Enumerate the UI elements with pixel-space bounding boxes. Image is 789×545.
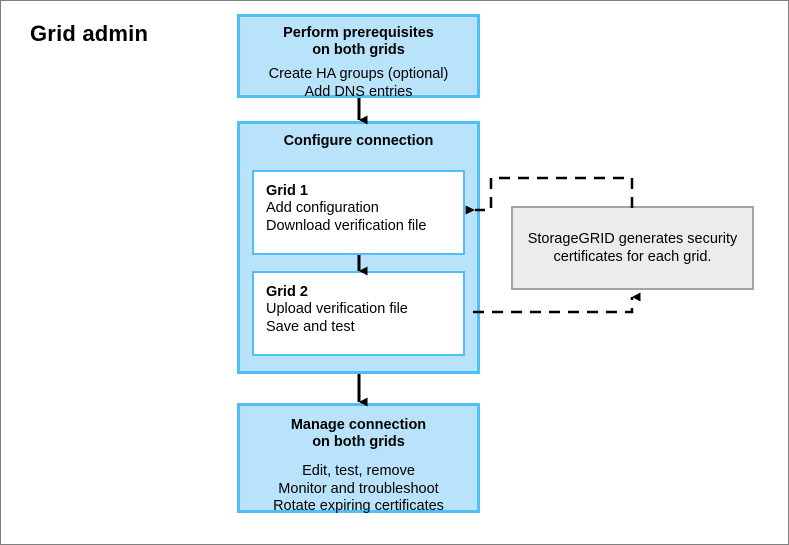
connector-grid2-to-note <box>473 292 641 314</box>
node-grid-2-title: Grid 2 <box>266 284 308 300</box>
note-storagegrid-certificates: StorageGRID generates security certifica… <box>511 206 754 290</box>
role-label: Grid admin <box>30 21 149 46</box>
node-grid-2-body: Upload verification file Save and test <box>266 301 408 335</box>
note-storagegrid-certificates-text: StorageGRID generates security certifica… <box>527 231 738 265</box>
node-configure-connection-title: Configure connection <box>283 133 434 149</box>
node-manage-connection: Manage connection on both grids Edit, te… <box>237 403 480 514</box>
node-grid-1-body: Add configuration Download verification … <box>266 200 427 234</box>
node-grid-2: Grid 2 Upload verification file Save and… <box>252 271 465 356</box>
node-perform-prerequisites-title: Perform prerequisites on both grids <box>283 25 434 58</box>
node-grid-1: Grid 1 Add configuration Download verifi… <box>252 170 465 255</box>
node-manage-connection-title: Manage connection on both grids <box>290 417 427 450</box>
node-manage-connection-body: Edit, test, remove Monitor and troublesh… <box>273 463 444 514</box>
node-perform-prerequisites: Perform prerequisites on both grids Crea… <box>237 14 480 100</box>
node-perform-prerequisites-body: Create HA groups (optional) Add DNS entr… <box>268 66 449 100</box>
node-grid-1-title: Grid 1 <box>266 183 308 199</box>
